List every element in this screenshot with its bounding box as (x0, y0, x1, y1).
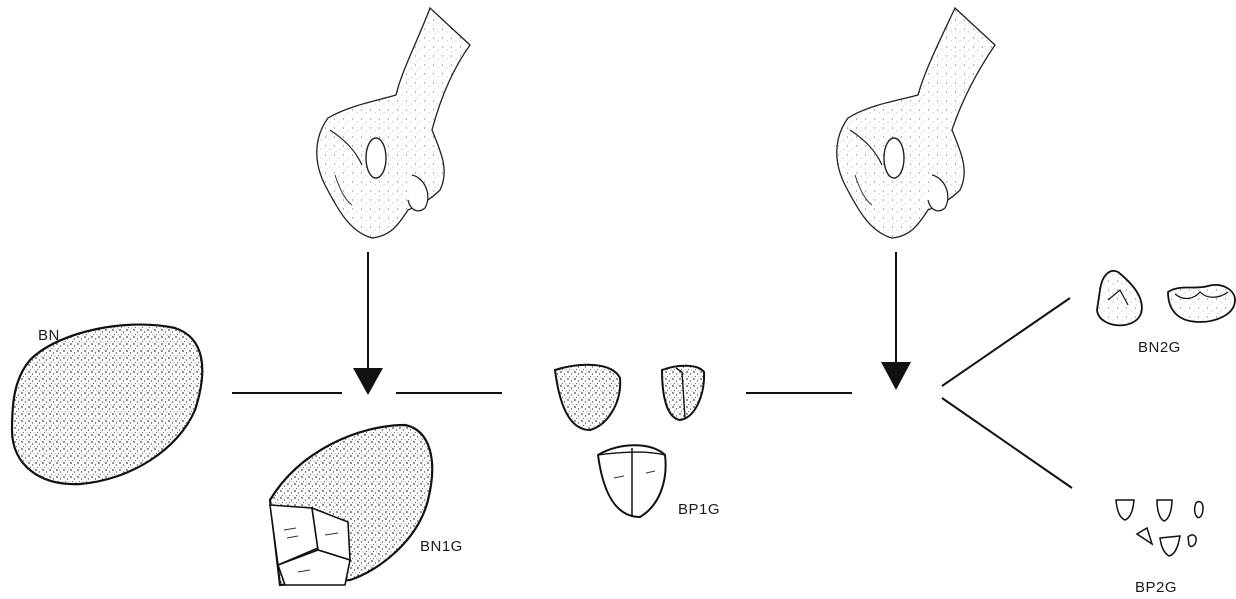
label-bp2g: BP2G (1135, 579, 1177, 596)
label-bp1g: BP1G (678, 501, 720, 518)
label-bn2g: BN2G (1138, 339, 1181, 356)
hand-right-illustration (837, 8, 995, 238)
arrow-down-right (881, 252, 911, 390)
core-bn1g (270, 425, 432, 585)
label-bn: BN (38, 327, 60, 344)
pieces-bn2g (1097, 271, 1235, 325)
label-bn1g: BN1G (420, 538, 463, 555)
arrow-down-left (353, 252, 383, 395)
pebble-bn (12, 325, 202, 485)
flakes-bp1g (555, 365, 704, 517)
hand-left-illustration (317, 8, 470, 238)
flakes-bp2g (1116, 500, 1203, 556)
